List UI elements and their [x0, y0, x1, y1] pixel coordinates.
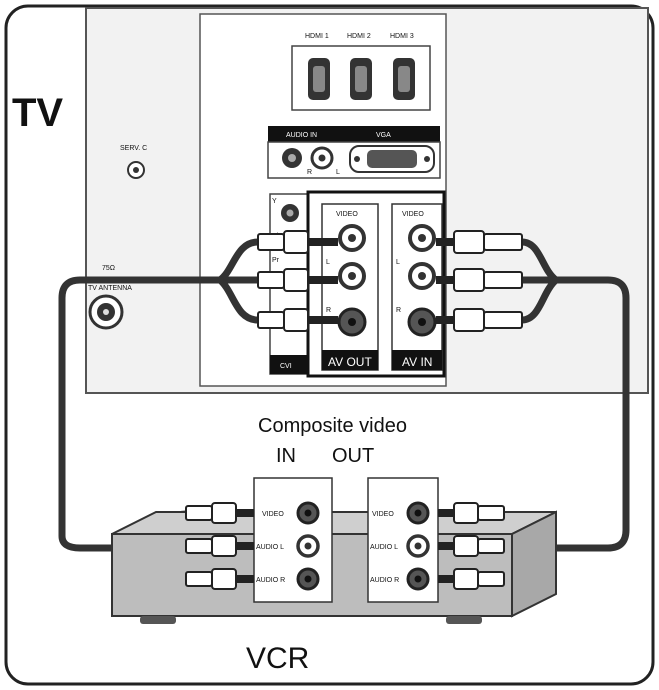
vcr-out-audio-r-jack — [406, 567, 430, 591]
av-out-l-jack — [338, 262, 366, 290]
av-out-title: AV OUT — [328, 355, 372, 369]
vga-label: VGA — [376, 132, 391, 139]
rca-plug-audio-r-av-in — [436, 308, 523, 332]
vcr-out-audio-r-label: AUDIO R — [370, 577, 399, 584]
vcr-in-video-label: VIDEO — [262, 511, 284, 518]
av-out-video-label: VIDEO — [336, 211, 358, 218]
audio-r-label: R — [307, 169, 312, 176]
composite-in-label: IN — [276, 445, 296, 467]
hdmi-port — [308, 58, 330, 100]
vcr-in-video-jack — [296, 501, 320, 525]
rca-plug-audio-l-av-in — [436, 268, 523, 292]
composite-out-label: OUT — [332, 445, 374, 467]
rca-plug-video-vcr-in — [185, 502, 254, 524]
cvi-pr-label: Pr — [272, 257, 280, 264]
av-out-r-label: R — [326, 307, 331, 314]
rca-plug-video-tv — [257, 230, 338, 254]
vcr-in-audio-r-jack — [296, 567, 320, 591]
vcr-in-audio-l-jack — [296, 534, 320, 558]
vcr-out-video-label: VIDEO — [372, 511, 394, 518]
cvi-y-label: Y — [272, 198, 277, 205]
vcr-in-audio-r-label: AUDIO R — [256, 577, 285, 584]
av-in-title: AV IN — [402, 355, 432, 369]
rca-plug-audio-l-tv — [257, 268, 338, 292]
rca-plug-audio-r-tv — [257, 308, 338, 332]
antenna-label: TV ANTENNA — [88, 285, 132, 292]
vcr-label: VCR — [246, 642, 309, 675]
antenna-ohm-label: 75Ω — [102, 265, 115, 272]
av-in-r-jack — [407, 307, 437, 337]
av-in-video-label: VIDEO — [402, 211, 424, 218]
audio-l-label: L — [336, 169, 340, 176]
audio-jack — [310, 146, 334, 170]
vcr-in-panel: VIDEO AUDIO L AUDIO R — [253, 477, 333, 603]
av-out-r-jack — [337, 307, 367, 337]
av-in-video-jack — [408, 224, 436, 252]
rca-plug-video-av-in — [436, 230, 523, 254]
rca-plug-audio-r-vcr-out — [438, 568, 505, 590]
antenna-jack — [88, 294, 124, 330]
rca-plug-video-vcr-out — [438, 502, 505, 524]
vcr-out-audio-l-jack — [406, 534, 430, 558]
composite-video-title: Composite video — [258, 415, 407, 437]
rca-plug-audio-r-vcr-in — [185, 568, 254, 590]
cvi-label: CVI — [280, 363, 292, 370]
av-in-l-jack — [408, 262, 436, 290]
av-out-panel: VIDEO L R AV OUT — [321, 203, 379, 371]
vcr-out-audio-l-label: AUDIO L — [370, 544, 398, 551]
hdmi-section: HDMI 1 HDMI 2 HDMI 3 — [291, 33, 431, 111]
av-in-r-label: R — [396, 307, 401, 314]
vcr-body — [111, 510, 557, 624]
hdmi-3-label: HDMI 3 — [390, 33, 414, 40]
vcr-out-video-jack — [406, 501, 430, 525]
audio-jack — [282, 148, 302, 168]
service-label: SERV. C — [120, 145, 147, 152]
hdmi-port — [350, 58, 372, 100]
tv-label: TV — [12, 91, 63, 135]
av-out-l-label: L — [326, 259, 330, 266]
av-in-panel: VIDEO L R AV IN — [391, 203, 443, 371]
service-jack — [127, 161, 145, 179]
rca-plug-audio-l-vcr-out — [438, 535, 505, 557]
hdmi-port — [393, 58, 415, 100]
vga-port — [349, 145, 435, 173]
rca-plug-audio-l-vcr-in — [185, 535, 254, 557]
vcr-in-audio-l-label: AUDIO L — [256, 544, 284, 551]
av-in-l-label: L — [396, 259, 400, 266]
hdmi-1-label: HDMI 1 — [305, 33, 329, 40]
av-out-video-jack — [338, 224, 366, 252]
audio-in-label: AUDIO IN — [286, 132, 317, 139]
vcr-out-panel: VIDEO AUDIO L AUDIO R — [367, 477, 439, 603]
audio-vga-section: AUDIO IN VGA R L — [267, 126, 441, 179]
hdmi-2-label: HDMI 2 — [347, 33, 371, 40]
